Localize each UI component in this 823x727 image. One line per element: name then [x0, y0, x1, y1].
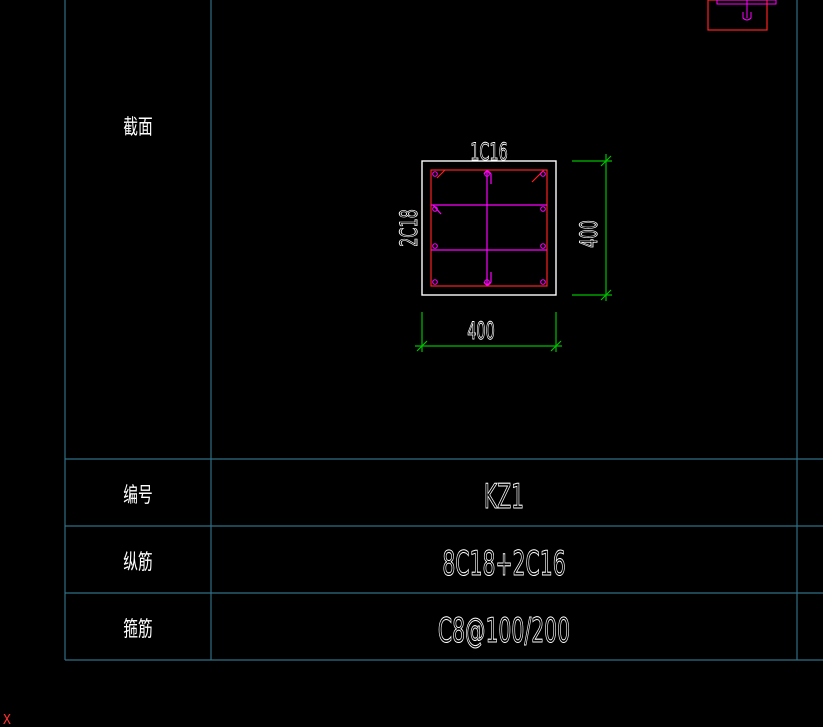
- column-id-value: KZ1: [484, 476, 524, 516]
- inner-ties: [431, 169, 547, 286]
- row-labels: 截面 编号 纵筋 箍筋: [123, 115, 152, 641]
- row-label-id: 编号: [123, 483, 152, 507]
- main-stirrup: [430, 169, 548, 287]
- stirrup-value: C8@100/200: [438, 610, 570, 650]
- width-dimension: [415, 312, 562, 352]
- row-label-section: 截面: [123, 115, 152, 139]
- row-values: KZ1 8C18+2C16 C8@100/200: [437, 476, 570, 651]
- height-dimension: [572, 154, 612, 301]
- concrete-outline: [421, 160, 557, 296]
- ucs-x-axis-marker: X: [3, 713, 11, 727]
- row-label-longitudinal: 纵筋: [123, 550, 152, 574]
- width-dimension-text: 400: [467, 317, 494, 345]
- rebar-dots: [432, 171, 546, 285]
- table-grid: [64, 0, 823, 661]
- row-label-stirrup: 箍筋: [123, 617, 152, 641]
- side-bar-label: 2C18: [395, 209, 423, 247]
- adjacent-section-fragment: [707, 0, 777, 31]
- longitudinal-bar-value: 8C18+2C16: [442, 543, 565, 583]
- height-dimension-text: 400: [575, 220, 603, 247]
- top-bar-label: 1C16: [470, 138, 508, 166]
- column-section-drawing[interactable]: 1C16 2C18 400 400: [395, 138, 612, 352]
